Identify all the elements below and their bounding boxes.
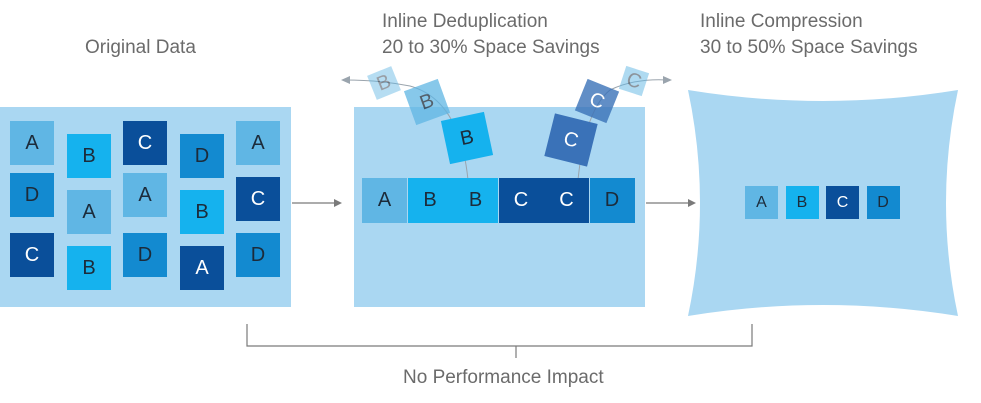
data-block-c: C — [236, 177, 280, 221]
dedup-title: Inline Deduplication — [382, 11, 548, 32]
data-block-a: A — [236, 121, 280, 165]
data-block-d: D — [123, 233, 167, 277]
data-block-c: C — [123, 121, 167, 165]
compression-title: Inline Compression — [700, 11, 863, 32]
dedup-eject-right-arrowhead — [663, 76, 672, 84]
compression-savings: 30 to 50% Space Savings — [700, 37, 918, 58]
data-block-d: D — [10, 173, 54, 217]
data-block-c: C — [826, 186, 859, 219]
data-block-b: B — [453, 178, 498, 223]
performance-bracket — [246, 324, 753, 358]
data-block-a: A — [745, 186, 778, 219]
data-block-d: D — [866, 186, 900, 219]
footer-label: No Performance Impact — [403, 367, 604, 388]
data-block-b: B — [67, 134, 111, 178]
data-block-c: C — [10, 233, 54, 277]
arrow-dedup-to-compression — [646, 199, 696, 207]
data-block-d: D — [236, 233, 280, 277]
original-data-title: Original Data — [85, 37, 196, 58]
data-block-d: D — [589, 178, 635, 223]
arrow-original-to-dedup — [292, 199, 342, 207]
data-block-a: A — [362, 178, 407, 223]
data-block-d: D — [180, 134, 224, 178]
data-block-c: C — [498, 178, 544, 223]
data-block-b: B — [407, 178, 453, 223]
data-block-a: A — [123, 173, 167, 217]
data-block-a: A — [10, 121, 54, 165]
dedup-savings: 20 to 30% Space Savings — [382, 37, 600, 58]
data-block-a: A — [67, 190, 111, 234]
data-block-c: C — [544, 178, 589, 223]
data-block-b: B — [440, 111, 494, 165]
data-block-b: B — [785, 186, 819, 219]
data-block-b: B — [180, 190, 224, 234]
data-block-a: A — [180, 246, 224, 290]
data-block-b: B — [67, 246, 111, 290]
compression-panel — [688, 90, 958, 316]
dedup-eject-left-arrowhead — [341, 76, 350, 84]
